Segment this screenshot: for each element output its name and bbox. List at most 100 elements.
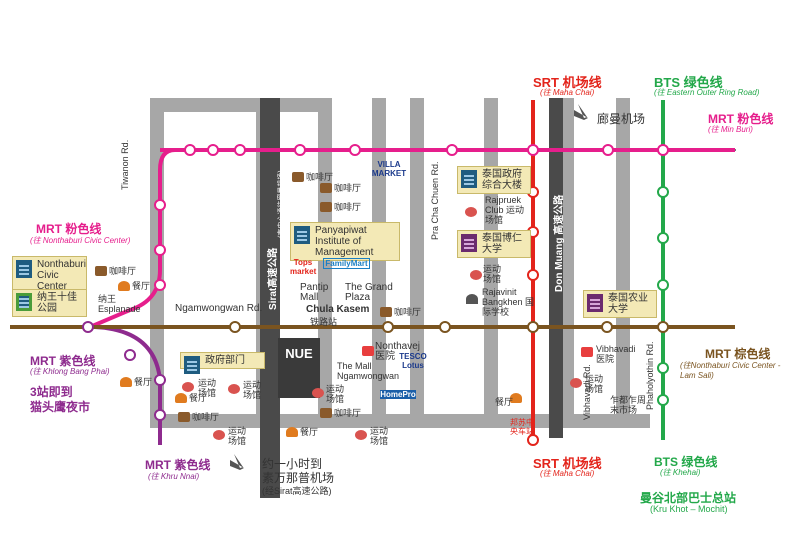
villa-market-logo: VILLA MARKET xyxy=(371,160,407,178)
station-pink-5 xyxy=(349,144,361,156)
university-icon xyxy=(587,294,603,312)
sports-icon xyxy=(228,384,240,394)
road-donmuang: Don Muang 高速公路 xyxy=(554,194,565,292)
tesco-logo: TESCO Lotus xyxy=(399,352,427,370)
cafe-label: 咖啡厅 xyxy=(334,408,362,418)
srt-bottom-sub: (往 Maha Chai) xyxy=(540,469,595,478)
station-pink-1 xyxy=(184,144,196,156)
sports-icon xyxy=(213,430,225,440)
bts-top-label: BTS 绿色线 xyxy=(654,75,723,90)
road-sirat: Sirat高速公路 xyxy=(268,247,279,310)
building-icon xyxy=(184,356,200,374)
srt-bottom-label: SRT 机场线 xyxy=(533,456,602,471)
hospital-icon xyxy=(581,347,593,357)
familymart-logo: FamilyMart xyxy=(323,258,370,269)
homepro-logo: HomePro xyxy=(380,390,416,399)
restaurant-label: 餐厅 xyxy=(300,427,319,437)
srt-top-label: SRT 机场线 xyxy=(533,75,602,90)
road-ngamwongwan: Ngamwongwan Rd. xyxy=(175,303,263,314)
nonthavej: Nonthavej 医院 xyxy=(375,341,421,362)
cafe-icon xyxy=(320,202,332,212)
sports-icon xyxy=(312,388,324,398)
purple-left-sub: (往 Khlong Bang Phai) xyxy=(30,367,110,376)
poi-gov-office: 政府部门 xyxy=(180,352,265,374)
station-brown-2 xyxy=(382,321,394,333)
sports-icon xyxy=(470,270,482,280)
cafe-label: 咖啡厅 xyxy=(334,202,362,212)
tops-logo: Tops market xyxy=(290,258,317,276)
bts-top-sub: (往 Eastern Outer Ring Road) xyxy=(654,88,760,97)
cafe-icon xyxy=(320,408,332,418)
station-bts-2 xyxy=(657,232,669,244)
station-pink-4 xyxy=(294,144,306,156)
road-network xyxy=(150,98,650,428)
station-purple-4 xyxy=(154,409,166,421)
rajpruek: Rajpruek Club 运动场馆 xyxy=(485,195,525,225)
station-purple-1 xyxy=(82,321,94,333)
nue-logo: NUE xyxy=(285,346,313,361)
station-pink-6 xyxy=(446,144,458,156)
station-brown-3 xyxy=(439,321,451,333)
sports-icon xyxy=(570,378,582,388)
road-sirat-sub: (市中心通往廊曼机场) xyxy=(278,170,285,238)
sports-icon xyxy=(355,430,367,440)
cafe-icon xyxy=(178,412,190,422)
restaurant-icon xyxy=(118,281,130,291)
road-prachachuen: Pra Cha Chuen Rd. xyxy=(430,161,440,240)
cafe-icon xyxy=(380,307,392,317)
cafe-icon xyxy=(320,183,332,193)
station-brown-1 xyxy=(229,321,241,333)
restaurant-icon xyxy=(120,377,132,387)
station-bts-3 xyxy=(657,279,669,291)
night-market-label-1: 3站即到 xyxy=(30,385,73,399)
station-brown-4 xyxy=(527,321,539,333)
station-pink-9 xyxy=(657,144,669,156)
station-pink-3 xyxy=(234,144,246,156)
station-bts-1 xyxy=(657,186,669,198)
restaurant-label: 餐厅 xyxy=(189,393,208,403)
building-icon xyxy=(16,260,32,278)
cafe-label: 咖啡厅 xyxy=(192,412,220,422)
chula-kasem: Chula Kasem xyxy=(306,304,370,315)
srt-top-sub: (往 Maha Chai) xyxy=(540,88,595,97)
restaurant-label: 餐厅 xyxy=(134,377,153,387)
restaurant-icon xyxy=(286,427,298,437)
grand-plaza: The Grand Plaza xyxy=(345,282,393,303)
restaurant-label: 餐厅 xyxy=(132,281,151,291)
restaurant-icon xyxy=(175,393,187,403)
station-pink-12 xyxy=(154,279,166,291)
bus-terminal-label-2: (Kru Khot – Mochit) xyxy=(650,504,728,514)
sports-icon xyxy=(465,207,477,217)
bts-bottom-sub: (往 Khehai) xyxy=(660,468,701,477)
pink-left-sub: (往 Nonthaburi Civic Center) xyxy=(30,236,131,245)
brown-right-label: MRT 棕色线 xyxy=(705,347,771,361)
station-bts-4 xyxy=(657,362,669,374)
brown-right-sub: (往Nonthaburi Civic Center - Lam Sali) xyxy=(680,361,781,380)
station-brown-6 xyxy=(657,321,669,333)
pink-left-label: MRT 粉色线 xyxy=(36,222,102,236)
station-bts-5 xyxy=(657,394,669,406)
hospital-icon xyxy=(362,346,374,356)
sports-label: 运动场馆 xyxy=(243,380,262,400)
bts-bottom-label: BTS 绿色线 xyxy=(654,455,718,469)
sports-label: 运动场馆 xyxy=(326,384,345,404)
night-market-label-2: 猫头鹰夜市 xyxy=(30,400,91,414)
cafe-label: 咖啡厅 xyxy=(109,266,137,276)
purple-left-label: MRT 紫色线 xyxy=(30,354,96,368)
chatuchak: 乍都乍周末市场 xyxy=(610,395,647,415)
building-icon xyxy=(461,170,477,188)
bus-terminal-label-1: 曼谷北部巴士总站 xyxy=(640,491,737,505)
plane-icon xyxy=(230,454,244,470)
pink-right-label: MRT 粉色线 xyxy=(708,112,774,126)
mall-ngamwongwan: The Mall Ngamwongwan xyxy=(337,361,400,381)
cafe-label: 咖啡厅 xyxy=(394,307,422,317)
pink-right-sub: (往 Min Buri) xyxy=(708,125,753,134)
suvarnabhumi-label-1: 约一小时到 xyxy=(262,457,323,471)
bangsue: 邦苏中央车站 xyxy=(510,418,534,436)
mrt-pink-branch xyxy=(89,148,176,329)
purple-bottom-sub: (往 Khru Nnai) xyxy=(148,472,200,481)
station-purple-3 xyxy=(154,374,166,386)
poi-nawang-park: 纳王十佳公园 xyxy=(12,289,87,317)
